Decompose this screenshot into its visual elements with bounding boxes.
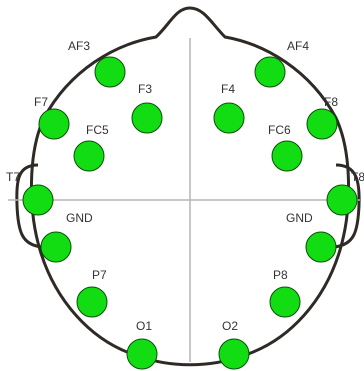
- electrode-gnd-left: GND: [40, 211, 93, 263]
- electrode-af4: AF4: [254, 39, 309, 88]
- electrode-af3-label: AF3: [68, 39, 90, 53]
- electrode-gnd-right-label: GND: [286, 211, 313, 225]
- electrode-f8: F8: [306, 95, 338, 140]
- electrode-fc5-label: FC5: [86, 123, 109, 137]
- electrode-f7-marker: [38, 108, 70, 140]
- electrode-fc6: FC6: [268, 123, 303, 172]
- electrode-p7: P7: [76, 268, 108, 318]
- electrode-af4-marker: [254, 56, 286, 88]
- electrode-t7-marker: [22, 184, 54, 216]
- electrode-p8: P8: [269, 268, 301, 318]
- head-outline: [30, 6, 350, 367]
- electrode-t8-marker: [326, 184, 358, 216]
- electrode-f7-label: F7: [34, 95, 48, 109]
- right-ear: [333, 163, 361, 249]
- electrode-o2-label: O2: [222, 319, 238, 333]
- electrode-gnd-right: GND: [286, 211, 337, 263]
- electrode-f4: F4: [213, 82, 245, 134]
- electrode-gnd-left-marker: [40, 231, 72, 263]
- electrode-p7-marker: [76, 286, 108, 318]
- electrode-o1-label: O1: [136, 319, 152, 333]
- electrode-o2-marker: [218, 338, 250, 370]
- left-ear: [15, 163, 43, 249]
- electrode-t7: T7: [6, 170, 54, 216]
- electrode-fc5: FC5: [73, 123, 109, 172]
- electrode-f3-label: F3: [138, 82, 152, 96]
- electrode-fc5-marker: [73, 140, 105, 172]
- electrode-gnd-right-marker: [305, 231, 337, 263]
- electrode-p7-label: P7: [92, 268, 107, 282]
- electrode-o1: O1: [126, 319, 158, 370]
- electrode-af3-marker: [94, 56, 126, 88]
- electrode-fc6-marker: [271, 140, 303, 172]
- electrode-af3: AF3: [68, 39, 126, 88]
- electrode-o2: O2: [218, 319, 250, 370]
- electrode-af4-label: AF4: [287, 39, 309, 53]
- electrode-f8-marker: [306, 108, 338, 140]
- electrode-f4-label: F4: [221, 82, 235, 96]
- electrode-gnd-left-label: GND: [66, 211, 93, 225]
- electrode-f8-label: F8: [324, 95, 338, 109]
- electrode-fc6-label: FC6: [268, 123, 291, 137]
- electrode-o1-marker: [126, 338, 158, 370]
- electrode-p8-label: P8: [273, 268, 288, 282]
- electrode-f7: F7: [34, 95, 70, 140]
- electrode-f4-marker: [213, 102, 245, 134]
- electrode-f3: F3: [131, 82, 163, 134]
- electrode-t7-label: T7: [6, 170, 20, 184]
- electrode-t8: T8: [326, 170, 364, 216]
- electrode-t8-label: T8: [351, 170, 364, 184]
- electrode-p8-marker: [269, 286, 301, 318]
- electrode-f3-marker: [131, 102, 163, 134]
